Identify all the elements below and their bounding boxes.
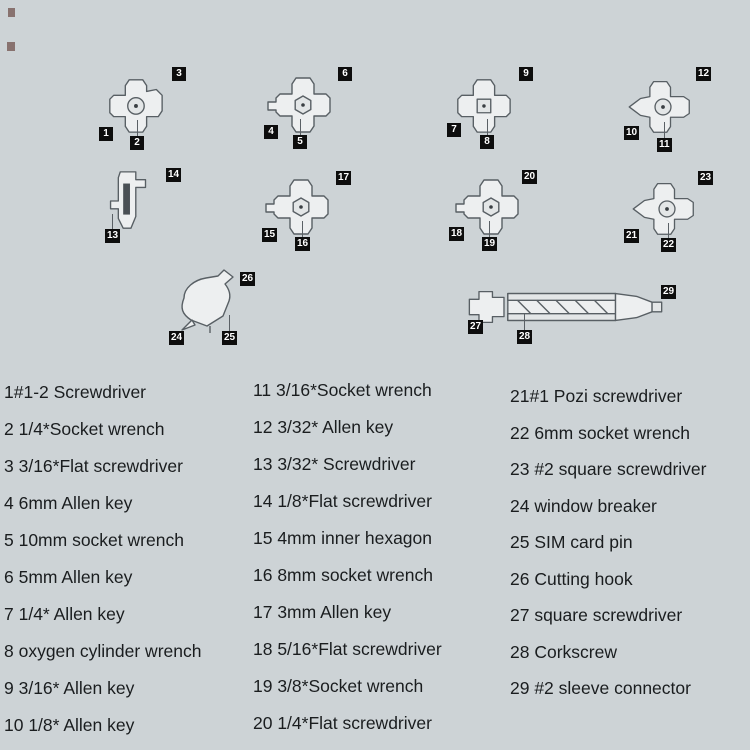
leader-line xyxy=(489,221,490,238)
legend-item: 25 SIM card pin xyxy=(510,532,633,552)
tool-piece-pointed-10-11-12 xyxy=(628,80,690,133)
legend-item: 9 3/16* Allen key xyxy=(4,678,135,698)
part-number-badge: 29 xyxy=(661,285,677,299)
legend-item: 21#1 Pozi screwdriver xyxy=(510,386,683,406)
legend-item: 14 1/8*Flat screwdriver xyxy=(253,491,432,511)
part-number-badge: 16 xyxy=(295,237,311,251)
legend-item: 11 3/16*Socket wrench xyxy=(253,380,432,400)
part-number-badge: 3 xyxy=(172,67,186,81)
legend-item: 17 3mm Allen key xyxy=(253,602,392,622)
part-number-badge: 21 xyxy=(624,229,640,243)
legend-item: 20 1/4*Flat screwdriver xyxy=(253,713,432,733)
part-number-badge: 1 xyxy=(99,127,113,141)
part-number-badge: 14 xyxy=(166,168,182,182)
part-number-badge: 12 xyxy=(696,67,712,81)
leader-line xyxy=(668,223,669,239)
tool-piece-hook-24-25-26 xyxy=(181,269,234,333)
leader-line xyxy=(487,119,488,136)
tool-piece-hex-4-5-6 xyxy=(267,77,331,133)
tool-piece-hex-15-16-17 xyxy=(265,179,329,235)
legend-item: 26 Cutting hook xyxy=(510,568,633,589)
part-number-badge: 20 xyxy=(522,170,538,184)
part-number-badge: 22 xyxy=(661,238,677,252)
leader-line xyxy=(300,119,301,136)
legend-item: 7 1/4* Allen key xyxy=(4,604,125,624)
leader-line xyxy=(302,221,303,238)
artifact-mark xyxy=(7,42,15,51)
legend-item: 10 1/8* Allen key xyxy=(4,715,135,735)
legend-item: 27 square screwdriver xyxy=(510,605,683,625)
legend-item: 18 5/16*Flat screwdriver xyxy=(253,639,442,659)
part-number-badge: 10 xyxy=(624,126,640,140)
legend-item: 22 6mm socket wrench xyxy=(510,422,690,443)
legend-item: 24 window breaker xyxy=(510,495,657,516)
tool-piece-square-7-8-9 xyxy=(457,79,511,133)
part-number-badge: 17 xyxy=(336,171,352,185)
legend-item: 6 5mm Allen key xyxy=(4,567,133,587)
part-number-badge: 25 xyxy=(222,331,238,345)
legend-column-3: 21#1 Pozi screwdriver 22 6mm socket wren… xyxy=(510,378,706,707)
legend-item: 28 Corkscrew xyxy=(510,641,617,662)
part-number-badge: 18 xyxy=(449,227,465,241)
legend-item: 1#1-2 Screwdriver xyxy=(4,382,146,402)
tool-piece-pointed-21-22-23 xyxy=(632,182,694,235)
part-number-badge: 4 xyxy=(264,125,278,139)
artifact-mark xyxy=(8,8,15,17)
part-number-badge: 26 xyxy=(240,272,256,286)
legend-item: 15 4mm inner hexagon xyxy=(253,528,432,548)
leader-line xyxy=(664,122,665,139)
legend-item: 29 #2 sleeve connector xyxy=(510,678,691,698)
legend-item: 23 #2 square screwdriver xyxy=(510,459,707,479)
legend-item: 5 10mm socket wrench xyxy=(4,530,184,550)
part-number-badge: 6 xyxy=(338,67,352,81)
part-number-badge: 15 xyxy=(262,228,278,242)
part-number-badge: 11 xyxy=(657,138,672,152)
part-number-badge: 2 xyxy=(130,136,144,150)
tool-piece-flat-13-14 xyxy=(109,171,147,229)
tool-piece-hex-18-19-20 xyxy=(455,179,519,235)
tool-piece-screwdriver-1-2-3 xyxy=(109,79,163,133)
leader-line xyxy=(229,315,230,332)
part-number-badge: 23 xyxy=(698,171,714,185)
part-number-badge: 27 xyxy=(468,320,484,334)
part-number-badge: 9 xyxy=(519,67,533,81)
legend-item: 3 3/16*Flat screwdriver xyxy=(4,456,183,476)
part-number-badge: 19 xyxy=(482,237,498,251)
leader-line xyxy=(524,314,525,331)
legend-column-1: 1#1-2 Screwdriver 2 1/4*Socket wrench 3 … xyxy=(4,374,201,744)
legend-item: 8 oxygen cylinder wrench xyxy=(4,641,202,661)
legend-item: 2 1/4*Socket wrench xyxy=(4,419,165,439)
tool-piece-corkscrew-27-28-29 xyxy=(468,290,663,324)
part-number-badge: 8 xyxy=(480,135,494,149)
legend-item: 12 3/32* Allen key xyxy=(253,417,394,437)
part-number-badge: 7 xyxy=(447,123,461,137)
part-number-badge: 24 xyxy=(169,331,185,345)
part-number-badge: 28 xyxy=(517,330,533,344)
part-number-badge: 5 xyxy=(293,135,307,149)
legend-item: 19 3/8*Socket wrench xyxy=(253,676,424,696)
leader-line xyxy=(112,214,113,230)
legend-item: 4 6mm Allen key xyxy=(4,493,133,513)
legend-item: 16 8mm socket wrench xyxy=(253,565,433,585)
legend-column-2: 11 3/16*Socket wrench 12 3/32* Allen key… xyxy=(253,372,442,742)
part-number-badge: 13 xyxy=(105,229,121,243)
leader-line xyxy=(137,120,138,137)
legend-item: 13 3/32* Screwdriver xyxy=(253,454,416,474)
